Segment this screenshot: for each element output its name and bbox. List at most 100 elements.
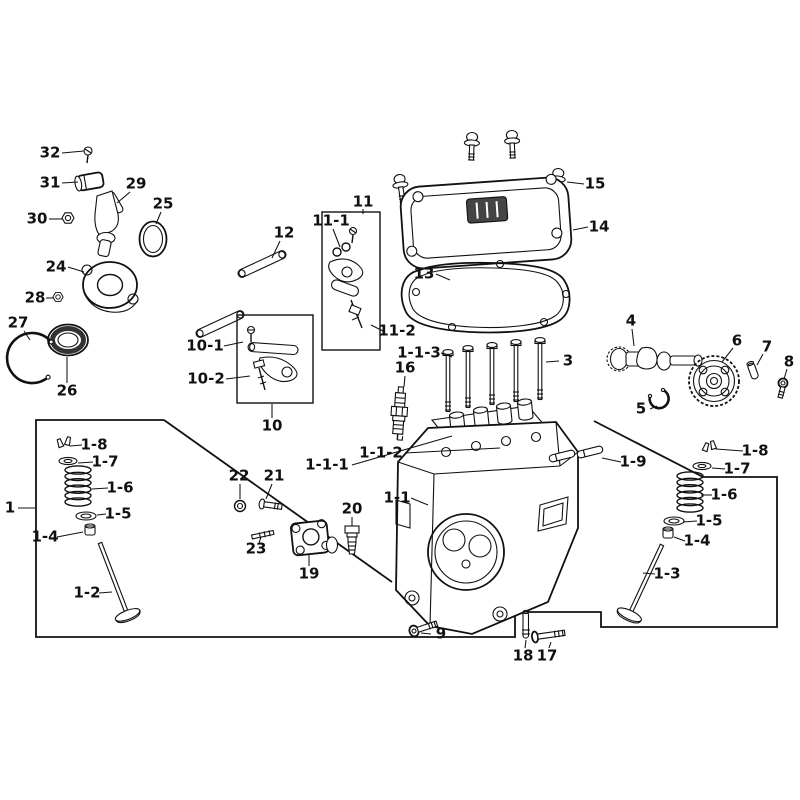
part-label-1-1-2: 1-1-2 — [359, 444, 403, 462]
cam-gear — [688, 355, 740, 407]
leader-line-18 — [524, 639, 527, 649]
leader-line-1-1 — [410, 497, 429, 506]
part-label-14: 14 — [589, 218, 610, 236]
washer-22 — [233, 499, 247, 513]
leader-line-10-1 — [223, 341, 244, 347]
part-label-7: 7 — [762, 338, 772, 356]
part-label-1-4L: 1-4 — [31, 528, 58, 546]
leader-line-1-8R — [715, 448, 744, 452]
valve-cover — [399, 173, 573, 270]
leader-line-1-1-1 — [351, 435, 453, 466]
leader-line-9 — [420, 632, 432, 635]
part-label-8: 8 — [784, 353, 794, 371]
part-label-23: 23 — [246, 540, 267, 558]
part-label-1-3: 1-3 — [653, 565, 680, 583]
leader-line-1-1-3 — [440, 352, 453, 358]
leader-line-21 — [265, 483, 273, 500]
leader-line-10-2 — [225, 375, 251, 380]
part-label-30: 30 — [27, 210, 48, 228]
nut-30 — [61, 212, 75, 224]
leader-line-5 — [649, 405, 658, 410]
assembly-group-boundary — [35, 419, 778, 638]
leader-line-1-7R — [711, 467, 726, 470]
rocker-arm-group-11 — [321, 211, 381, 351]
cam-clip-5 — [647, 387, 670, 410]
part-label-10-1: 10-1 — [186, 337, 224, 355]
part-label-26: 26 — [57, 382, 78, 400]
gear-bolt-8 — [777, 377, 789, 399]
lock-ring-27 — [5, 331, 54, 385]
stud-18 — [522, 609, 530, 639]
leader-line-7 — [756, 353, 764, 366]
part-label-1-5R: 1-5 — [695, 512, 722, 530]
leader-line-1-8L — [69, 444, 83, 447]
leader-line-11-1 — [332, 228, 341, 248]
leader-line-25 — [155, 211, 162, 225]
bolt-17 — [531, 629, 566, 644]
part-label-5: 5 — [636, 400, 646, 418]
part-label-20: 20 — [342, 500, 363, 518]
leader-line-3 — [545, 360, 560, 363]
part-label-11-2: 11-2 — [378, 322, 416, 340]
leader-line-17 — [548, 641, 552, 649]
part-label-1-9: 1-9 — [619, 453, 646, 471]
part-label-1-6R: 1-6 — [710, 486, 737, 504]
leader-line-16 — [403, 375, 406, 388]
spark-plug — [390, 386, 409, 441]
part-label-1-4R: 1-4 — [683, 532, 710, 550]
cylinder-head — [395, 421, 579, 635]
part-label-31: 31 — [40, 174, 61, 192]
part-label-21: 21 — [264, 467, 285, 485]
leader-line-27 — [23, 330, 31, 341]
bracket-31 — [74, 171, 105, 192]
part-label-22: 22 — [229, 467, 250, 485]
part-label-3: 3 — [563, 352, 573, 370]
leader-line-32 — [61, 150, 85, 154]
part-label-16: 16 — [395, 359, 416, 377]
part-label-1-2: 1-2 — [73, 584, 100, 602]
part-label-13: 13 — [414, 265, 435, 283]
leader-line-23 — [258, 536, 262, 544]
part-label-24: 24 — [46, 258, 67, 276]
part-label-6: 6 — [732, 332, 742, 350]
stud-23 — [250, 529, 275, 540]
dowel-pin-7 — [746, 360, 759, 380]
leader-line-1-3 — [642, 572, 656, 575]
part-label-15: 15 — [585, 175, 606, 193]
nut-28 — [52, 292, 64, 302]
part-label-1-5L: 1-5 — [104, 505, 131, 523]
part-label-4: 4 — [626, 312, 636, 330]
leader-line-1-7L — [77, 461, 94, 464]
part-label-28: 28 — [25, 289, 46, 307]
part-label-11: 11 — [353, 193, 374, 211]
leader-line-15 — [566, 181, 585, 185]
leader-line-1-5L — [96, 513, 107, 516]
leader-line-1-9 — [601, 457, 622, 463]
rocker-arm-group-10 — [236, 314, 314, 404]
leader-line-4 — [631, 328, 635, 347]
leader-line-1-5R — [682, 520, 698, 523]
leader-line-12 — [271, 240, 281, 259]
part-label-1-1-1: 1-1-1 — [305, 456, 349, 474]
part-label-1-8R: 1-8 — [741, 442, 768, 460]
part-label-29: 29 — [126, 175, 147, 193]
leader-line-24 — [67, 266, 85, 273]
part-label-17: 17 — [537, 647, 558, 665]
leader-line-11-2 — [370, 324, 384, 332]
leader-line-1-4L — [56, 531, 84, 538]
part-label-19: 19 — [299, 565, 320, 583]
leader-line-1-6L — [91, 487, 109, 490]
valve-cover-gasket — [400, 259, 571, 334]
leader-line-1-4R — [673, 536, 686, 542]
part-label-11-1: 11-1 — [312, 212, 350, 230]
part-label-1-8L: 1-8 — [80, 436, 107, 454]
leader-line-14 — [572, 226, 589, 231]
part-label-10: 10 — [262, 417, 283, 435]
leader-line-1-1-2 — [404, 447, 501, 454]
o-ring-25 — [138, 220, 168, 258]
part-label-1: 1 — [5, 499, 15, 517]
part-label-1-1: 1-1 — [383, 489, 410, 507]
outlet-housing-19 — [290, 519, 331, 557]
